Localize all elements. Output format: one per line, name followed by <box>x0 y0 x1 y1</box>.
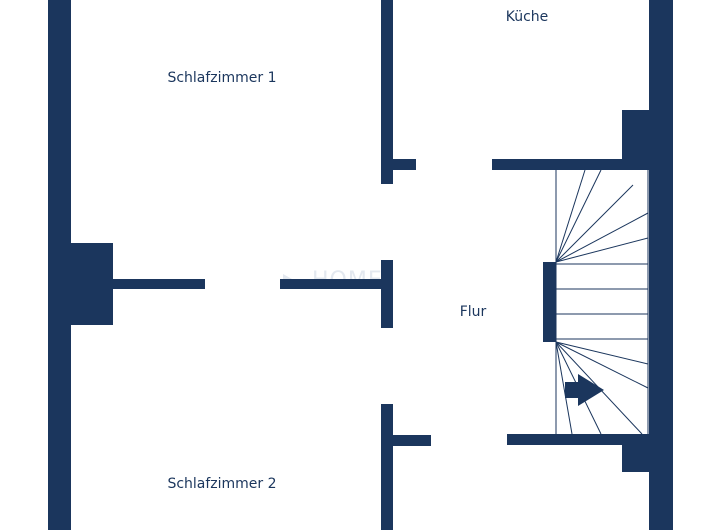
wall-central-top <box>381 0 393 184</box>
wall-stair-bottom <box>507 434 622 445</box>
walls <box>48 0 673 530</box>
wall-stub-bottom <box>393 435 431 446</box>
wall-central-middle <box>381 260 393 328</box>
stair-tread <box>555 212 649 263</box>
stair-tread <box>555 169 586 263</box>
stair-tread <box>555 184 634 263</box>
room-label-flur: Flur <box>460 304 487 320</box>
room-label-schlafzimmer-2: Schlafzimmer 2 <box>167 476 276 492</box>
room-label-schlafzimmer-1: Schlafzimmer 1 <box>167 70 276 86</box>
wall-bedrooms-right <box>280 279 392 289</box>
wall-bedrooms-left <box>113 279 205 289</box>
stair-tread <box>555 237 649 263</box>
wall-pillar-right-bottom <box>622 434 649 472</box>
wall-pillar-left <box>71 243 113 325</box>
room-label-kueche: Küche <box>506 9 549 25</box>
stair-arrow-icon <box>565 374 604 406</box>
wall-central-bottom <box>381 404 393 530</box>
stair-tread <box>555 169 602 263</box>
outer-wall-left <box>48 0 71 530</box>
outer-wall-right <box>649 0 673 530</box>
wall-stub-top <box>393 159 416 170</box>
stair-tread <box>555 341 573 435</box>
stair-tread <box>555 341 649 365</box>
wall-stair-inner <box>543 262 556 342</box>
wall-kitchen-bottom <box>492 159 622 170</box>
wall-pillar-right-top <box>622 110 649 170</box>
stair-tread <box>555 341 649 389</box>
